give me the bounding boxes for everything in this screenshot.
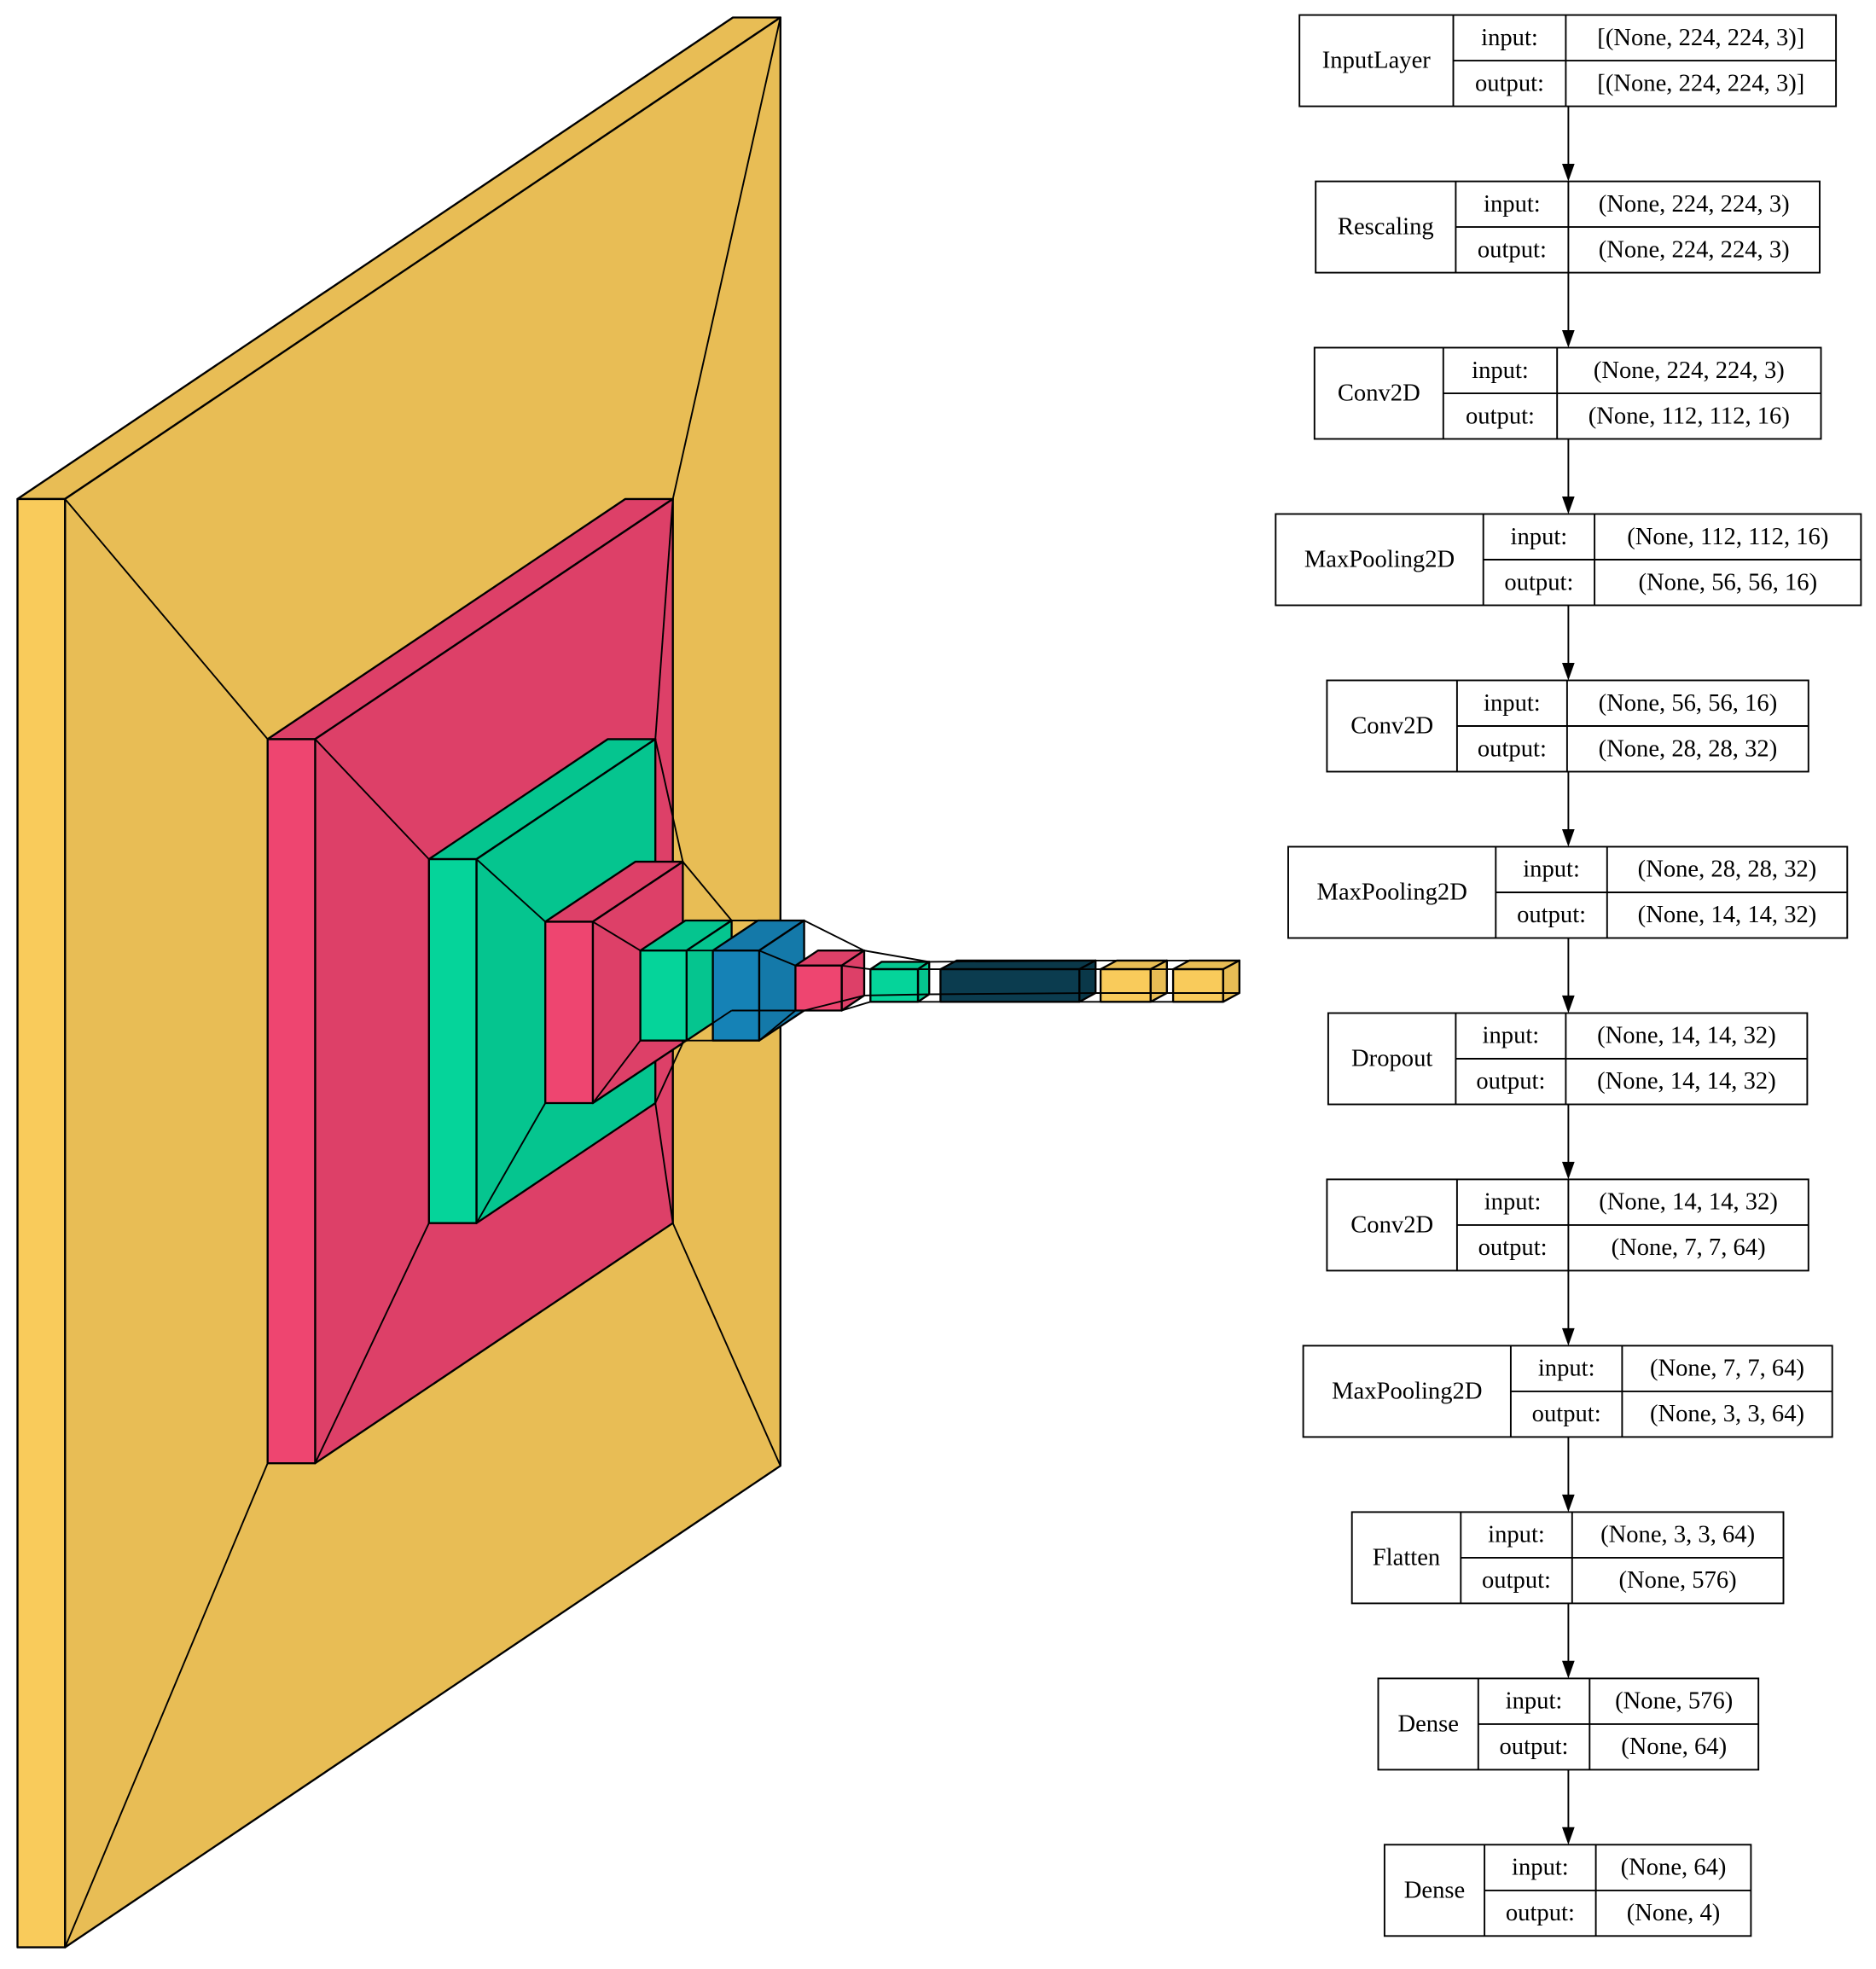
layer-node-conv2d-8: Conv2D input: output: (None, 14, 14, 32) (No… <box>1326 1178 1809 1272</box>
input-shape: (None, 576) <box>1615 1688 1733 1715</box>
layer-node-dense-11: Dense input: output: (None, 576) (None, 64) <box>1377 1677 1760 1771</box>
input-shape: (None, 14, 14, 32) <box>1597 1023 1776 1049</box>
layer-name: Conv2D <box>1338 380 1420 407</box>
input-shape: (None, 7, 7, 64) <box>1650 1356 1804 1382</box>
flow-arrow <box>1562 106 1575 182</box>
layer-node-flatten-10: Flatten input: output: (None, 3, 3, 64) (Non… <box>1350 1511 1785 1605</box>
input-shape: (None, 224, 224, 3) <box>1599 191 1790 218</box>
layer-name: Conv2D <box>1350 1211 1433 1238</box>
volume-conv2d-7 <box>794 950 866 1012</box>
output-label: output: <box>1478 236 1547 263</box>
layer-node-maxpooling2d-9: MaxPooling2D input: output: (None, 7, 7, 64… <box>1302 1345 1833 1438</box>
output-shape: (None, 14, 14, 32) <box>1638 902 1817 928</box>
layer-node-rescaling-2: Rescaling input: output: (None, 224, 224, 3… <box>1315 180 1821 274</box>
output-label: output: <box>1504 569 1573 595</box>
flow-arrow <box>1562 1437 1575 1513</box>
flow-arrow <box>1562 439 1575 514</box>
output-shape: (None, 112, 112, 16) <box>1589 403 1790 429</box>
output-shape: (None, 4) <box>1627 1900 1721 1926</box>
input-shape: (None, 28, 28, 32) <box>1638 857 1817 883</box>
input-label: input: <box>1523 857 1580 883</box>
flow-arrow <box>1562 605 1575 681</box>
layer-node-dense-12: Dense input: output: (None, 64) (None, 4) <box>1383 1844 1752 1937</box>
input-label: input: <box>1483 1023 1540 1049</box>
output-label: output: <box>1482 1567 1551 1594</box>
output-label: output: <box>1506 1900 1575 1926</box>
layer-node-dropout-7: Dropout input: output: (None, 14, 14, 32) (N… <box>1327 1012 1809 1106</box>
input-shape: (None, 224, 224, 3) <box>1594 357 1785 384</box>
flow-arrow <box>1562 771 1575 847</box>
output-label: output: <box>1478 735 1547 762</box>
input-shape: [(None, 224, 224, 3)] <box>1597 25 1804 51</box>
flow-arrow <box>1562 1104 1575 1180</box>
layer-name: MaxPooling2D <box>1304 547 1455 573</box>
flow-arrow <box>1562 1769 1575 1845</box>
output-shape: (None, 3, 3, 64) <box>1650 1401 1804 1427</box>
output-shape: (None, 56, 56, 16) <box>1638 569 1817 595</box>
flow-arrow <box>1562 1603 1575 1679</box>
layer-name: Dense <box>1397 1711 1458 1737</box>
input-label: input: <box>1511 524 1568 550</box>
output-shape: (None, 7, 7, 64) <box>1612 1234 1766 1261</box>
input-label: input: <box>1472 357 1529 384</box>
layer-name: Rescaling <box>1338 214 1434 241</box>
flow-arrow <box>1562 1270 1575 1346</box>
flow-arrow <box>1562 938 1575 1014</box>
input-shape: (None, 64) <box>1621 1855 1727 1881</box>
output-label: output: <box>1475 70 1544 96</box>
layer-name: Flatten <box>1373 1544 1440 1571</box>
layer-name: MaxPooling2D <box>1332 1378 1482 1404</box>
input-label: input: <box>1484 1189 1542 1216</box>
output-shape: (None, 28, 28, 32) <box>1599 735 1778 762</box>
output-label: output: <box>1517 902 1586 928</box>
layer-node-maxpooling2d-4: MaxPooling2D input: output: (None, 112, 112… <box>1275 513 1862 607</box>
output-label: output: <box>1532 1401 1601 1427</box>
output-shape: [(None, 224, 224, 3)] <box>1597 70 1804 96</box>
input-shape: (None, 112, 112, 16) <box>1627 524 1828 550</box>
output-label: output: <box>1466 403 1535 429</box>
output-label: output: <box>1476 1068 1545 1095</box>
input-shape: (None, 56, 56, 16) <box>1599 690 1778 717</box>
layer-name: Dropout <box>1351 1046 1432 1072</box>
volume-dense-11 <box>1171 959 1240 1003</box>
input-label: input: <box>1506 1688 1563 1715</box>
input-label: input: <box>1512 1855 1569 1881</box>
input-label: input: <box>1484 191 1541 218</box>
layer-node-maxpooling2d-6: MaxPooling2D input: output: (None, 28, 28, … <box>1287 845 1849 939</box>
output-label: output: <box>1478 1234 1548 1261</box>
flow-arrow <box>1562 272 1575 348</box>
layer-name: MaxPooling2D <box>1317 880 1467 906</box>
layer-node-conv2d-5: Conv2D input: output: (None, 56, 56, 16) (No… <box>1326 679 1809 773</box>
volume-maxpooling2d-8 <box>869 961 931 1003</box>
input-label: input: <box>1481 25 1538 51</box>
input-label: input: <box>1484 690 1541 717</box>
output-label: output: <box>1499 1734 1568 1760</box>
input-shape: (None, 3, 3, 64) <box>1600 1522 1755 1548</box>
input-label: input: <box>1488 1522 1545 1548</box>
output-shape: (None, 64) <box>1621 1734 1727 1760</box>
layer-node-inputlayer-1: InputLayer input: output: [(None, 224, 224,… <box>1298 14 1838 107</box>
layer-name: Conv2D <box>1350 713 1433 740</box>
output-shape: (None, 576) <box>1619 1567 1737 1594</box>
output-shape: (None, 14, 14, 32) <box>1597 1068 1776 1095</box>
output-shape: (None, 224, 224, 3) <box>1599 236 1790 263</box>
volume-flatten-9 <box>939 959 1097 1003</box>
layered-volume-visualization <box>16 16 1240 1949</box>
model-plot-graph: InputLayer input: output: [(None, 224, 224,… <box>1275 14 1862 1937</box>
input-shape: (None, 14, 14, 32) <box>1599 1189 1778 1216</box>
layer-name: Dense <box>1404 1877 1465 1903</box>
input-label: input: <box>1538 1356 1595 1382</box>
layer-name: InputLayer <box>1322 48 1432 74</box>
layer-node-conv2d-3: Conv2D input: output: (None, 224, 224, 3) (N… <box>1313 346 1822 440</box>
volume-connector-lines <box>64 17 1240 1948</box>
volume-dense-10 <box>1099 959 1168 1003</box>
